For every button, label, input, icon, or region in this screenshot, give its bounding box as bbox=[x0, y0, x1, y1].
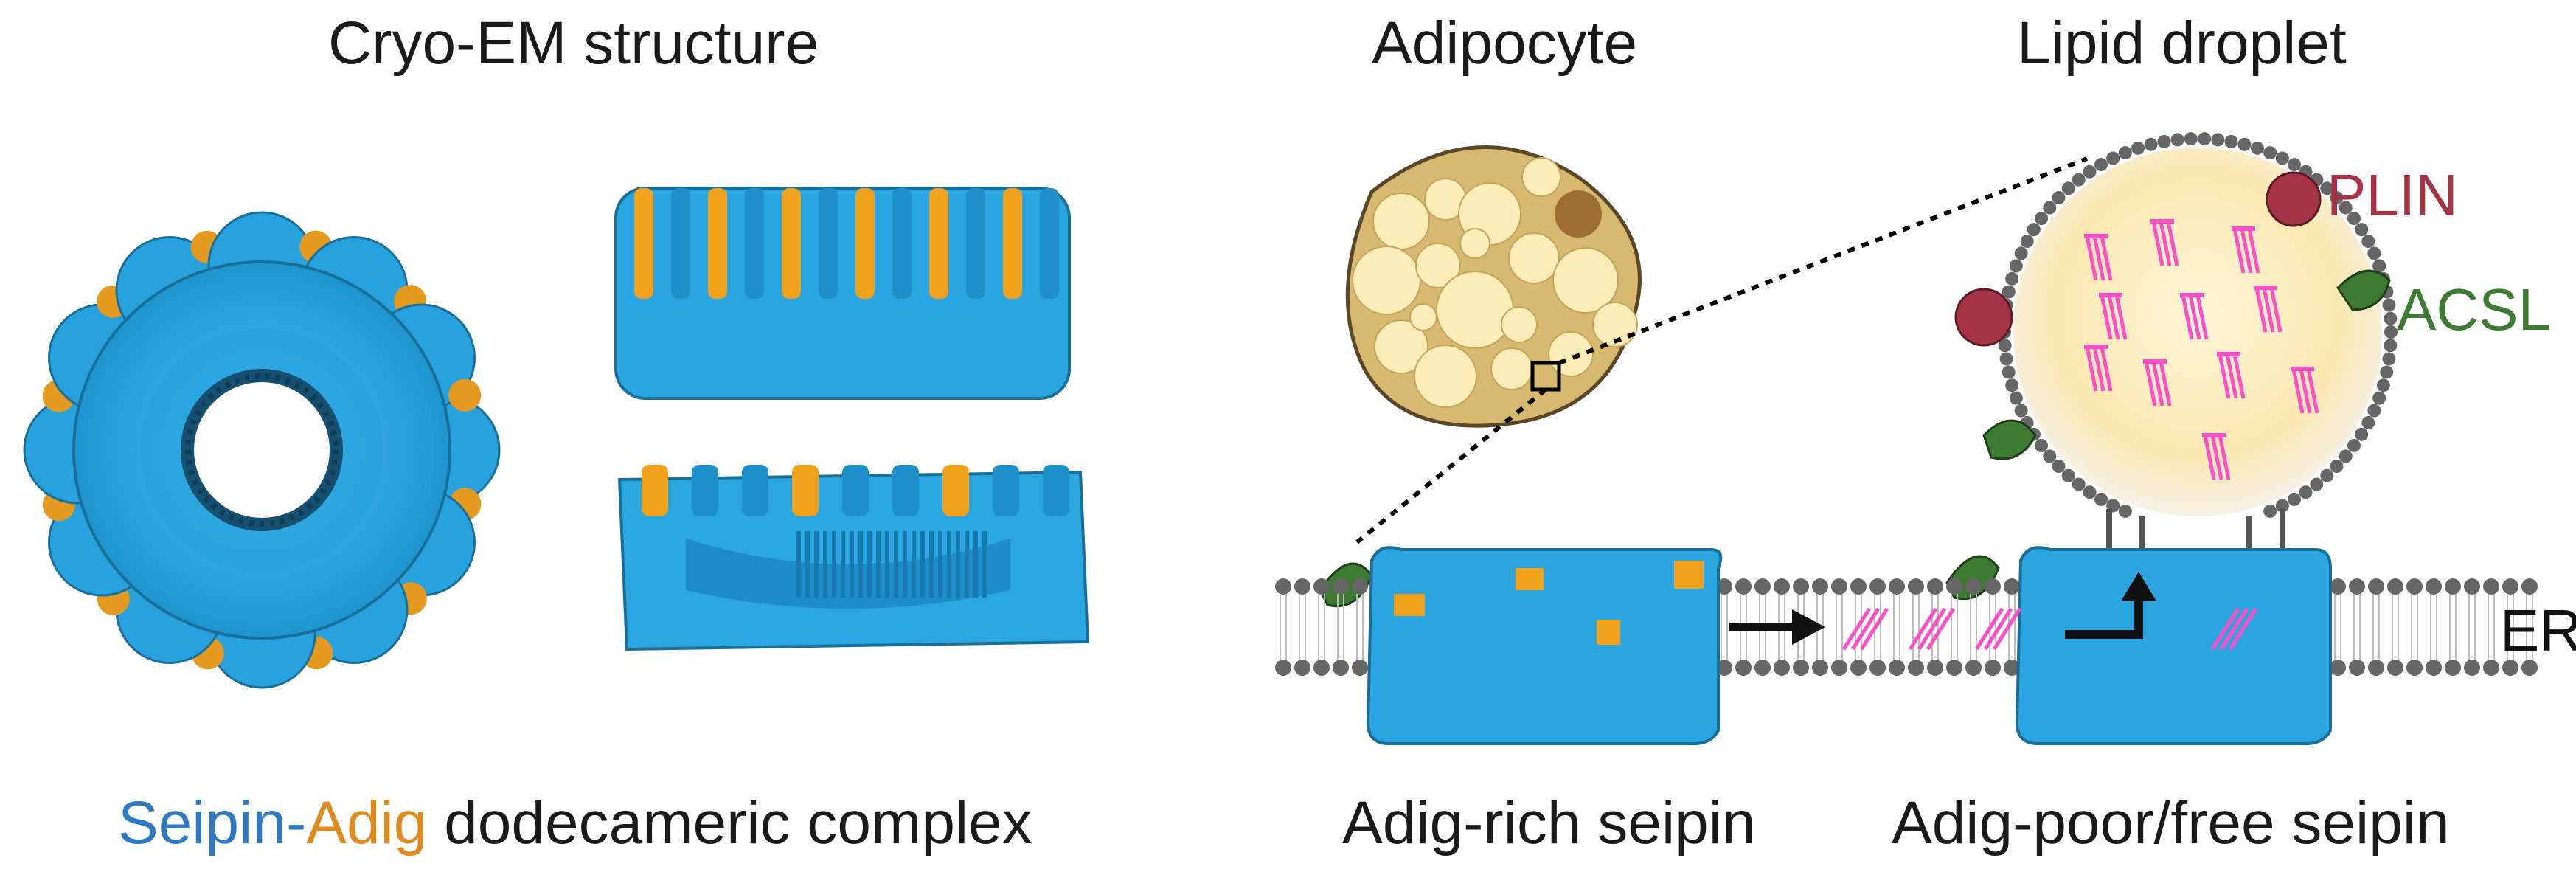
plin-label: PLIN bbox=[2327, 162, 2458, 228]
acsl-label: ACSL bbox=[2397, 277, 2551, 342]
adipocyte-cell bbox=[1345, 145, 1642, 428]
adipocyte-title: Adipocyte bbox=[1372, 10, 1638, 77]
adig-word: Adig bbox=[306, 789, 428, 857]
seipin-ring-top-view bbox=[23, 211, 501, 689]
complex-caption: Seipin-Adig dodecameric complex bbox=[118, 793, 1032, 854]
complex-rest: dodecameric complex bbox=[427, 789, 1032, 857]
transition-arrow bbox=[1729, 609, 1825, 645]
er-seipin-adig-rich bbox=[1366, 546, 1723, 746]
lipid-droplet-title: Lipid droplet bbox=[2017, 10, 2347, 77]
plin-protein bbox=[1954, 171, 2322, 347]
adig-poor-caption: Adig-poor/free seipin bbox=[1892, 789, 2450, 857]
er-seipin-adig-poor bbox=[2015, 546, 2332, 746]
lipid-droplet bbox=[1998, 132, 2398, 561]
er-label: ER bbox=[2500, 598, 2576, 663]
cryo-em-title: Cryo-EM structure bbox=[328, 10, 819, 77]
zoom-line-right bbox=[1558, 156, 2089, 365]
seipin-word: Seipin bbox=[118, 789, 286, 857]
nucleus bbox=[1555, 190, 1602, 238]
zoom-line-left bbox=[1355, 387, 1547, 544]
lipid-flow-arrow bbox=[2065, 572, 2156, 639]
seipin-cutaway-view bbox=[617, 465, 1090, 651]
seipin-side-view bbox=[614, 187, 1071, 400]
adig-rich-caption: Adig-rich seipin bbox=[1342, 789, 1756, 857]
er-lipids bbox=[1841, 607, 2258, 651]
caption-dash: - bbox=[285, 789, 307, 857]
